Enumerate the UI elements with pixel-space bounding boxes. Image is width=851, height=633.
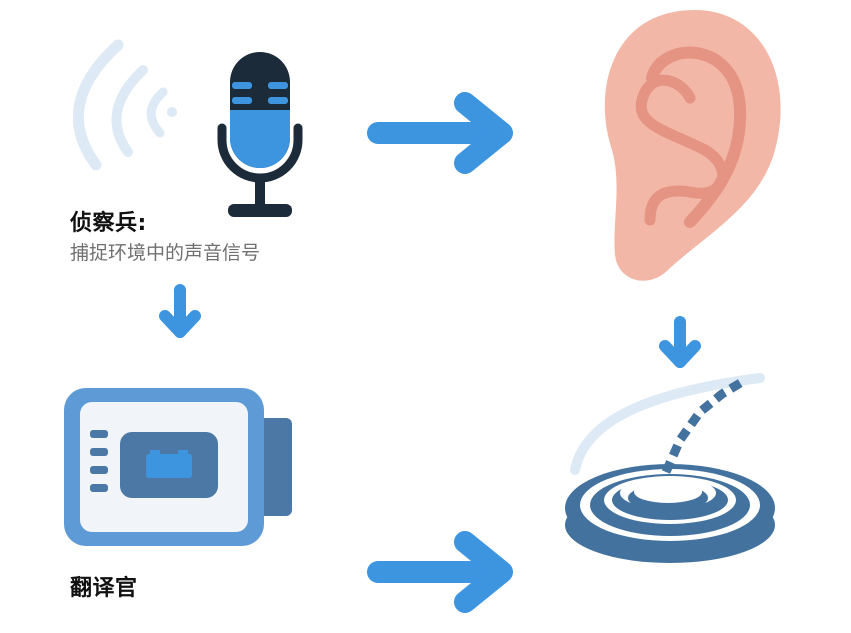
translator-title: 翻译官: [70, 576, 138, 601]
scout-title: 侦察兵:: [70, 211, 147, 236]
microphone-icon: [217, 52, 303, 217]
arrow-right-icon: [367, 531, 513, 613]
sound-waves-icon: [72, 39, 177, 171]
arrow-down-icon: [659, 316, 701, 368]
ear-icon: [604, 10, 781, 281]
processor-device-icon: [64, 388, 292, 546]
arrow-right-icon: [367, 92, 513, 174]
scout-description: 捕捉环境中的声音信号: [70, 242, 261, 264]
cochlea-coil-icon: [565, 373, 775, 563]
arrow-down-icon: [159, 284, 201, 338]
